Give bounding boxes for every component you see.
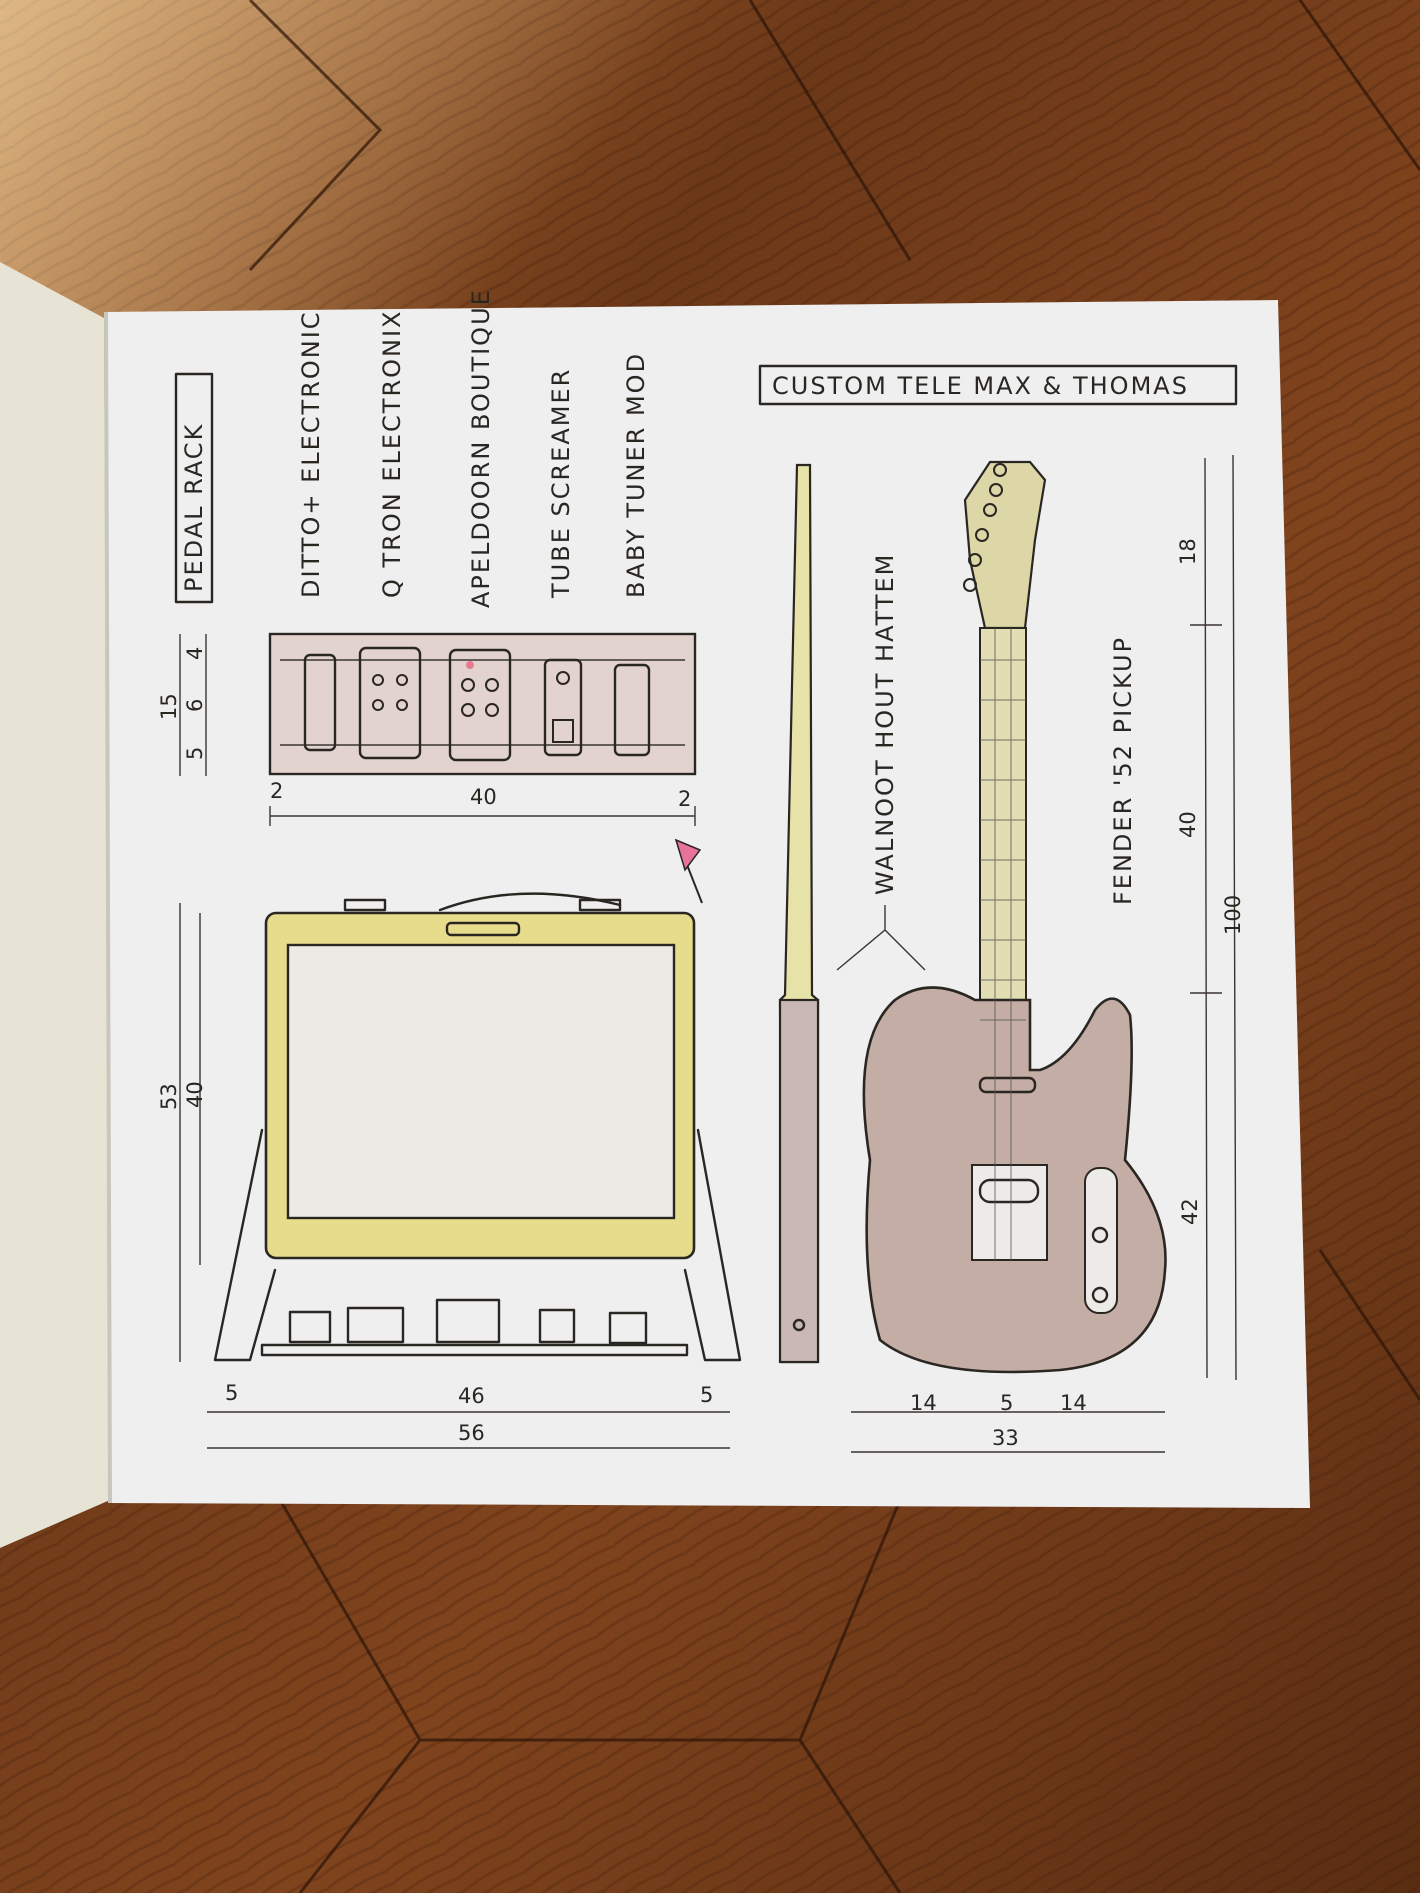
guitar-side-view xyxy=(778,463,820,1364)
pedal-name-list: DITTO+ ELECTRONIC Q TRON ELECTRONIX APEL… xyxy=(297,288,650,608)
dimension-label: 14 xyxy=(1060,1391,1087,1415)
dimension-label: 53 xyxy=(157,1083,181,1110)
dimension-label: 40 xyxy=(470,785,497,809)
dimension-label: 14 xyxy=(910,1391,937,1415)
pedal-rack-title-box: PEDAL RACK xyxy=(174,372,214,604)
guitar-title: CUSTOM TELE MAX & THOMAS xyxy=(772,372,1189,400)
amp-dimensions: 53 40 5 46 5 56 xyxy=(157,903,730,1449)
pedal-name: DITTO+ ELECTRONIC xyxy=(297,310,325,598)
pedal-name: Q TRON ELECTRONIX xyxy=(378,310,406,598)
amplifier-drawing xyxy=(213,892,742,1362)
dimension-label: 5 xyxy=(225,1381,238,1405)
previous-page xyxy=(0,262,110,1548)
guitar-front-view xyxy=(862,460,1167,1374)
dimension-label: 42 xyxy=(1178,1198,1202,1225)
dimension-label: 2 xyxy=(270,779,283,803)
dimension-label: 2 xyxy=(678,787,691,811)
pedalboard-top-view xyxy=(268,632,697,776)
dimension-label: 40 xyxy=(183,1081,207,1108)
guitar-dimensions: 18 40 100 42 14 5 14 33 xyxy=(851,454,1245,1453)
dimension-label: 6 xyxy=(183,699,207,712)
pedal-name: TUBE SCREAMER xyxy=(547,368,575,599)
dimension-label: 56 xyxy=(458,1421,485,1445)
dimension-label: 15 xyxy=(157,693,181,720)
pedal-name: APELDOORN BOUTIQUE xyxy=(467,288,495,608)
dimension-label: 4 xyxy=(183,647,207,660)
dimension-label: 5 xyxy=(1000,1391,1013,1415)
dimension-label: 40 xyxy=(1176,811,1200,838)
dimension-label: 100 xyxy=(1221,895,1245,935)
dimension-label: 46 xyxy=(458,1384,485,1408)
pedal-rack-title: PEDAL RACK xyxy=(180,423,208,592)
guitar-title-box: CUSTOM TELE MAX & THOMAS xyxy=(758,364,1238,406)
dimension-label: 5 xyxy=(700,1383,713,1407)
dimension-label: 5 xyxy=(183,747,207,760)
dimension-label: 33 xyxy=(992,1426,1019,1450)
pickup-note: FENDER '52 PICKUP xyxy=(1109,636,1137,905)
pink-arrow-icon xyxy=(674,838,703,904)
pedal-name: BABY TUNER MOD xyxy=(622,352,650,598)
dimension-label: 18 xyxy=(1176,538,1200,565)
pedal-rack-dimensions: 40 2 2 15 4 6 5 xyxy=(157,634,696,826)
neck-note: WALNOOT HOUT HATTEM xyxy=(871,553,899,895)
